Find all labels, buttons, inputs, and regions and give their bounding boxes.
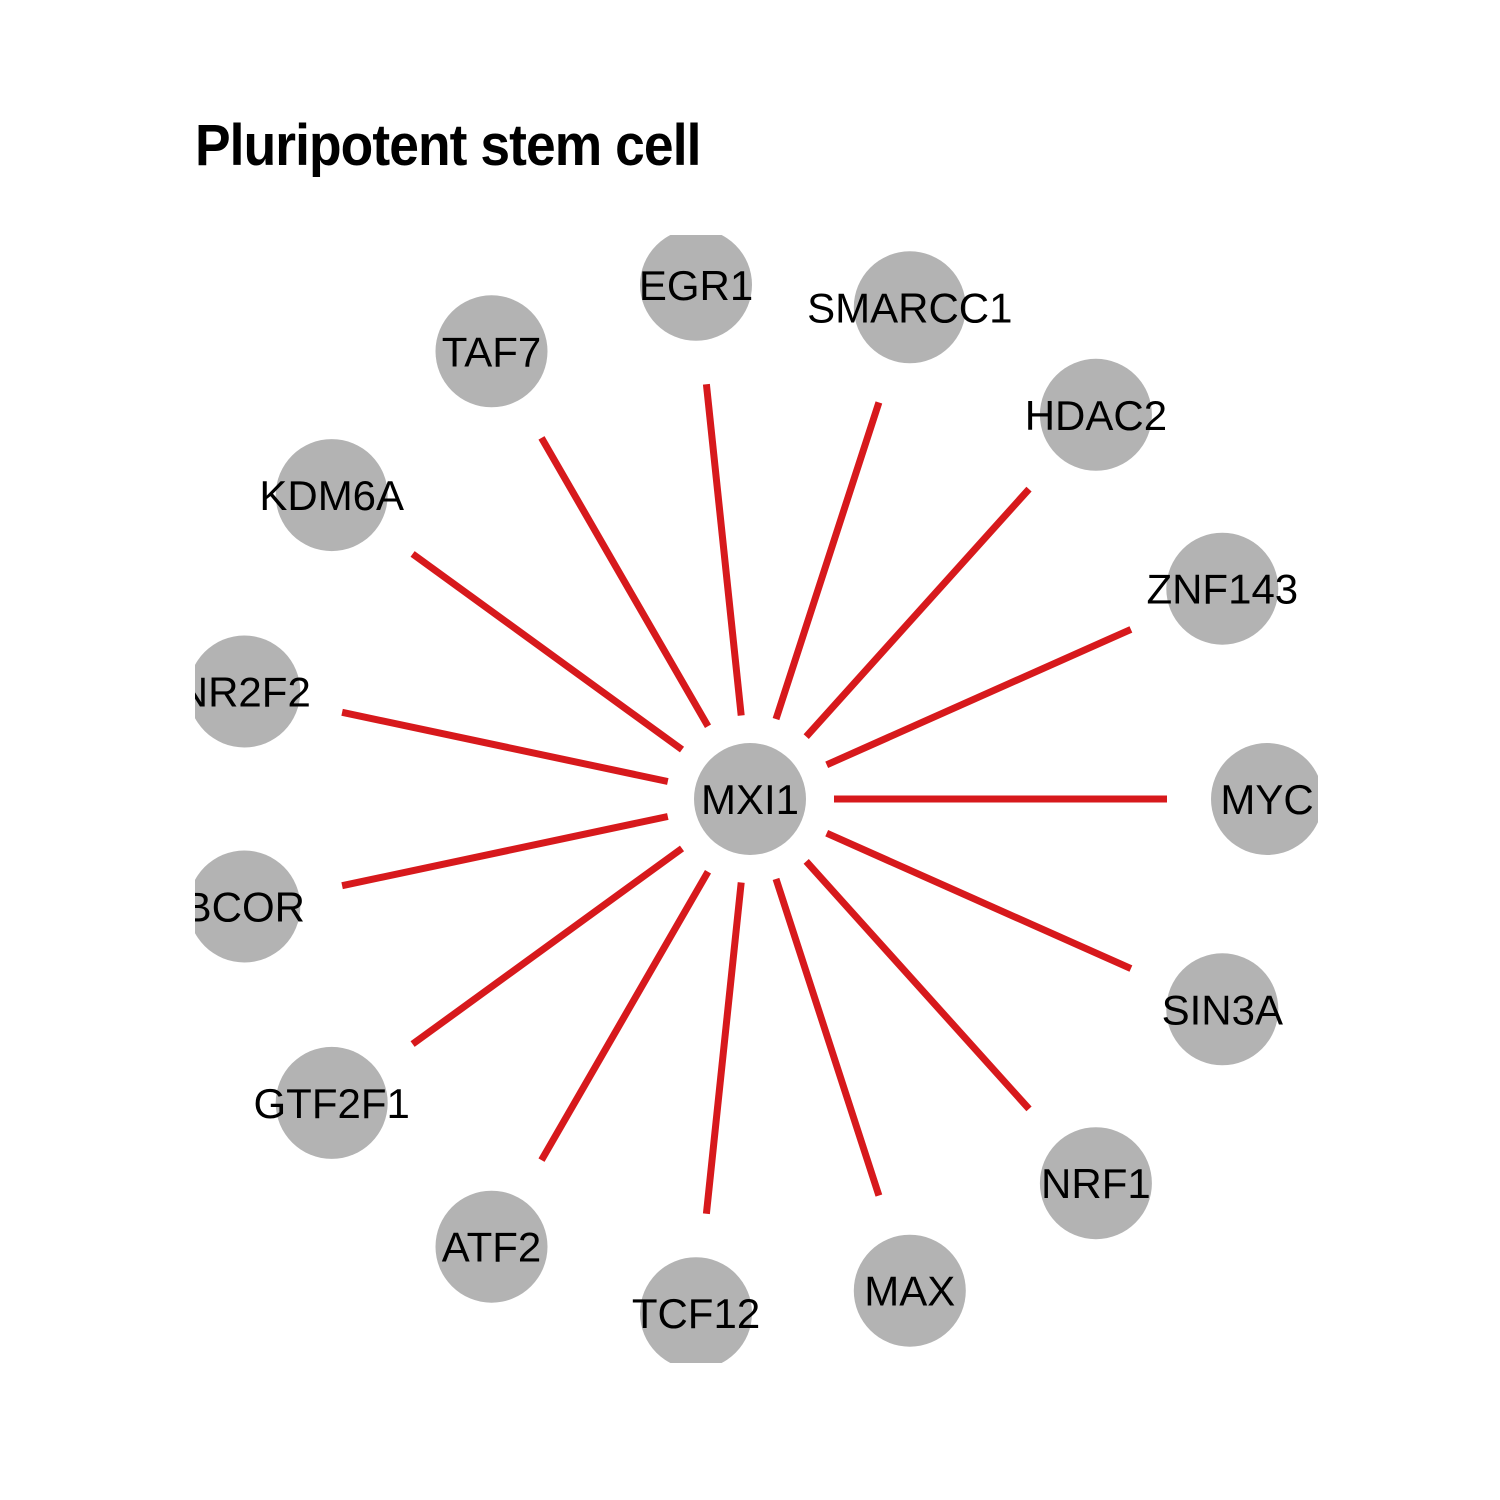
node-taf7: TAF7: [435, 295, 548, 408]
node-nr2f2: NR2F2: [178, 635, 311, 748]
node-znf143: ZNF143: [1146, 532, 1298, 645]
edge-mxi1-kdm6a: [410, 551, 685, 753]
node-label: TCF12: [632, 1290, 760, 1337]
node-circle: [1211, 743, 1318, 855]
node-label: ATF2: [442, 1224, 542, 1271]
edge-mxi1-hdac2: [803, 486, 1032, 739]
node-label: GTF2F1: [254, 1080, 410, 1127]
node-atf2: ATF2: [435, 1190, 548, 1303]
node-nrf1: NRF1: [1039, 1127, 1152, 1240]
node-circle: [195, 850, 301, 963]
node-mxi1: MXI1: [694, 743, 806, 855]
node-label: SMARCC1: [807, 284, 1012, 331]
edges-layer: [341, 383, 1167, 1215]
node-circle: [1166, 532, 1279, 645]
node-label: BCOR: [184, 884, 305, 931]
edge-mxi1-nrf1: [803, 859, 1032, 1112]
node-circle: [853, 1234, 966, 1347]
edge-mxi1-tcf12: [702, 882, 745, 1215]
node-kdm6a: KDM6A: [259, 439, 404, 552]
edge-mxi1-smarcc1: [772, 401, 883, 721]
node-circle: [1039, 1127, 1152, 1240]
node-circle: [275, 439, 388, 552]
node-circle: [1039, 358, 1152, 471]
node-label: HDAC2: [1025, 392, 1167, 439]
node-circle: [640, 1257, 752, 1363]
edge-mxi1-taf7: [538, 436, 712, 729]
node-circle: [640, 235, 752, 341]
edge-mxi1-gtf2f1: [410, 845, 685, 1047]
node-myc: MYC: [1211, 743, 1318, 855]
node-label: KDM6A: [259, 472, 404, 519]
node-label: EGR1: [639, 262, 753, 309]
node-max: MAX: [853, 1234, 966, 1347]
edge-mxi1-nr2f2: [341, 708, 669, 785]
node-label: MAX: [864, 1268, 955, 1315]
node-label: MYC: [1220, 776, 1313, 823]
node-label: TAF7: [442, 328, 542, 375]
edge-mxi1-atf2: [538, 869, 712, 1162]
node-circle: [275, 1046, 388, 1159]
node-circle: [1166, 953, 1279, 1066]
node-label: SIN3A: [1162, 986, 1283, 1033]
node-circle: [435, 1190, 548, 1303]
node-label: NR2F2: [178, 669, 311, 716]
node-circle: [435, 295, 548, 408]
node-tcf12: TCF12: [632, 1257, 760, 1363]
node-label: NRF1: [1041, 1160, 1151, 1207]
edge-mxi1-sin3a: [825, 830, 1133, 972]
node-bcor: BCOR: [184, 850, 305, 963]
node-gtf2f1: GTF2F1: [254, 1046, 410, 1159]
edge-mxi1-znf143: [825, 626, 1133, 768]
node-egr1: EGR1: [639, 235, 753, 341]
node-circle: [694, 743, 806, 855]
page-title: Pluripotent stem cell: [195, 113, 701, 178]
node-smarcc1: SMARCC1: [807, 251, 1012, 364]
node-hdac2: HDAC2: [1025, 358, 1167, 471]
node-label: MXI1: [701, 776, 799, 823]
node-circle: [195, 635, 301, 748]
node-circle: [853, 251, 966, 364]
node-label: ZNF143: [1146, 566, 1298, 613]
edge-mxi1-max: [772, 877, 883, 1197]
node-sin3a: SIN3A: [1162, 953, 1283, 1066]
edge-mxi1-egr1: [702, 383, 745, 716]
edge-mxi1-bcor: [341, 813, 669, 890]
